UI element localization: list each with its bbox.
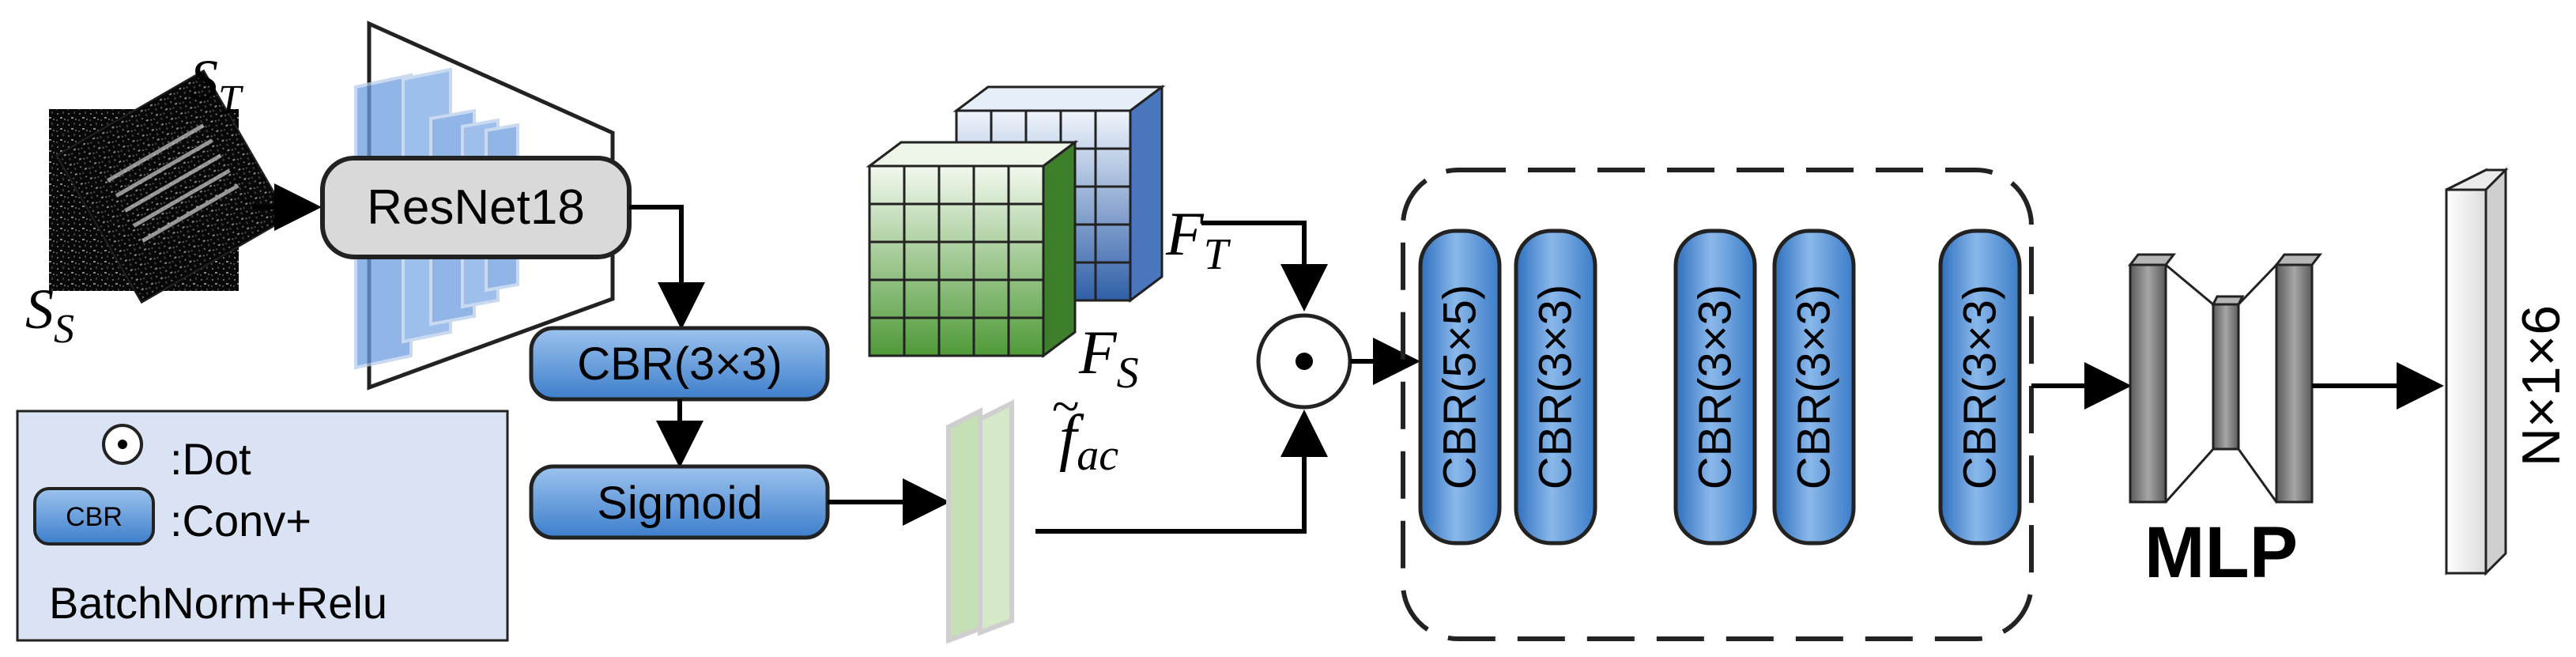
legend-cbr-text-2: BatchNorm+Relu <box>49 578 387 628</box>
mlp-layer-2 <box>2212 303 2240 451</box>
attention-feature-slab-2 <box>978 399 1014 636</box>
cbr-stack: CBR(5×5) CBR(3×3) CBR(3×3) CBR(3×3) CBR(3×3) <box>1401 168 2034 641</box>
resnet18-block: ResNet18 <box>320 21 632 391</box>
cbr-column-5: CBR(3×3) <box>1938 228 2022 546</box>
output-block: N×1×6 <box>2445 167 2571 576</box>
dot-operator <box>1256 313 1352 410</box>
attention-feature-tilde: ~ <box>1051 378 1079 434</box>
cbr-column-label: CBR(3×3) <box>1530 285 1582 489</box>
cbr-column-box <box>1673 228 1757 546</box>
legend-cbr-text: :Conv+ <box>170 496 311 546</box>
attention-feature-slab-1 <box>946 407 983 644</box>
target-feature-label: FT <box>1165 199 1231 279</box>
source-feature-label: FS <box>1078 318 1139 398</box>
legend-cbr-icon <box>33 487 155 546</box>
legend: :Dot CBR :Conv+ BatchNorm+Relu <box>16 410 509 642</box>
dot-center <box>1296 353 1313 370</box>
cbr-column-label: CBR(5×5) <box>1435 285 1486 489</box>
cbr-column-box <box>1514 228 1597 546</box>
arrow-features-to-dot <box>1201 221 1328 312</box>
cbr-column-label: CBR(3×3) <box>1955 285 2006 489</box>
target-input-label: ST <box>190 48 243 123</box>
attention-feature-label: fac <box>1059 403 1118 480</box>
cbr-column-1: CBR(5×5) <box>1418 228 1502 546</box>
legend-dot-text: :Dot <box>170 434 251 484</box>
mlp-layer-3 <box>2275 263 2314 504</box>
cbr-column-label: CBR(3×3) <box>1690 285 1741 489</box>
mlp-block: MLP <box>2127 253 2323 593</box>
mlp-label: MLP <box>2144 512 2298 593</box>
source-feature-cube <box>866 140 1079 358</box>
target-image <box>55 69 290 304</box>
cbr-column-box <box>1938 228 2022 546</box>
resnet18-label: ResNet18 <box>367 180 585 235</box>
cbr-column-box <box>1772 228 1856 546</box>
cbr-column-2: CBR(3×3) <box>1514 228 1597 546</box>
output-tensor <box>2445 188 2487 575</box>
sigmoid-label: Sigmoid <box>597 478 763 529</box>
cbr-stack-dashed-frame <box>1401 168 2034 641</box>
cbr-column-label: CBR(3×3) <box>1789 285 1840 489</box>
cbr-column-3: CBR(3×3) <box>1673 228 1757 546</box>
sigmoid-block: Sigmoid <box>529 464 830 540</box>
arrow-feature-to-dot <box>1035 410 1328 534</box>
attention-feature: fac ~ <box>946 378 1118 644</box>
mlp-layer-1 <box>2129 263 2167 504</box>
output-label: N×1×6 <box>2511 305 2571 466</box>
arrow-resnet-to-cbr <box>629 205 705 330</box>
legend-cbr-icon-text: CBR <box>66 502 123 532</box>
source-input-label: SS <box>25 278 74 352</box>
attention-cbr-label: CBR(3×3) <box>577 338 782 390</box>
feature-cubes: FT FS <box>866 85 1231 398</box>
cbr-column-4: CBR(3×3) <box>1772 228 1856 546</box>
cbr-column-box <box>1418 228 1502 546</box>
input-images: ST SS <box>25 48 290 352</box>
attention-cbr-block: CBR(3×3) <box>529 326 830 402</box>
